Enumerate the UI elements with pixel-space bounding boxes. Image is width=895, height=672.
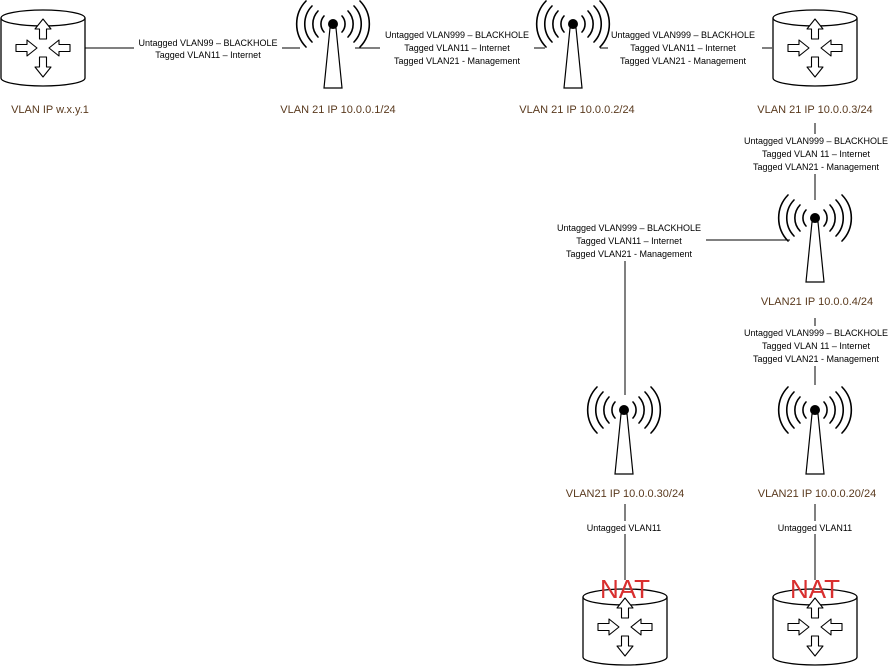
router-icon bbox=[0, 9, 86, 87]
link-label-4: Untagged VLAN999 – BLACKHOLE Tagged VLAN… bbox=[740, 134, 892, 174]
link-label-line: Tagged VLAN21 - Management bbox=[620, 56, 747, 66]
link-label-line: Untagged VLAN999 – BLACKHOLE bbox=[385, 30, 529, 40]
link-label-1: Untagged VLAN99 – BLACKHOLE Tagged VLAN1… bbox=[134, 36, 282, 62]
link-label-line: Untagged VLAN11 bbox=[778, 523, 852, 533]
link-label-line: Untagged VLAN999 – BLACKHOLE bbox=[744, 328, 888, 338]
link-label-line: Untagged VLAN999 – BLACKHOLE bbox=[557, 223, 701, 233]
access-point-ap30: VLAN21 IP 10.0.0.30/24 bbox=[566, 386, 684, 500]
nat-badge: NAT bbox=[600, 574, 650, 604]
node-label: VLAN IP w.x.y.1 bbox=[11, 104, 89, 116]
nat-router-left: NAT bbox=[582, 574, 668, 666]
link-label-line: Tagged VLAN11 – Internet bbox=[155, 50, 261, 60]
access-point-icon bbox=[777, 386, 853, 475]
link-label-6: Untagged VLAN999 – BLACKHOLE Tagged VLAN… bbox=[740, 326, 892, 366]
node-label: VLAN21 IP 10.0.0.20/24 bbox=[758, 488, 876, 500]
link-label-line: Untagged VLAN999 – BLACKHOLE bbox=[611, 30, 755, 40]
link-label-2: Untagged VLAN999 – BLACKHOLE Tagged VLAN… bbox=[380, 28, 534, 68]
access-point-icon bbox=[295, 0, 371, 89]
access-point-ap2: VLAN 21 IP 10.0.0.2/24 bbox=[519, 0, 635, 116]
link-label-line: Tagged VLAN21 - Management bbox=[566, 249, 693, 259]
router-top: VLAN IP w.x.y.1 bbox=[0, 9, 89, 116]
link-label-line: Tagged VLAN11 – Internet bbox=[404, 43, 510, 53]
router-icon bbox=[772, 9, 858, 87]
link-label-8: Untagged VLAN11 bbox=[771, 521, 859, 534]
nat-badge: NAT bbox=[790, 574, 840, 604]
router-right: VLAN 21 IP 10.0.0.3/24 bbox=[757, 9, 873, 116]
access-point-icon bbox=[586, 386, 662, 475]
link-label-line: Tagged VLAN21 - Management bbox=[753, 354, 880, 364]
node-label: VLAN 21 IP 10.0.0.1/24 bbox=[280, 104, 395, 116]
link-label-line: Untagged VLAN99 – BLACKHOLE bbox=[138, 38, 277, 48]
node-label: VLAN 21 IP 10.0.0.3/24 bbox=[757, 104, 872, 116]
access-point-icon bbox=[777, 194, 853, 283]
node-label: VLAN21 IP 10.0.0.4/24 bbox=[761, 296, 873, 308]
node-label: VLAN 21 IP 10.0.0.2/24 bbox=[519, 104, 634, 116]
access-point-icon bbox=[535, 0, 611, 89]
link-label-3: Untagged VLAN999 – BLACKHOLE Tagged VLAN… bbox=[608, 28, 762, 68]
node-label: VLAN21 IP 10.0.0.30/24 bbox=[566, 488, 684, 500]
access-point-ap1: VLAN 21 IP 10.0.0.1/24 bbox=[280, 0, 396, 116]
link-label-line: Tagged VLAN11 – Internet bbox=[576, 236, 682, 246]
link-label-line: Tagged VLAN 11 – Internet bbox=[762, 341, 870, 351]
links-layer bbox=[85, 47, 816, 580]
link-label-line: Untagged VLAN11 bbox=[587, 523, 661, 533]
link-label-line: Tagged VLAN 11 – Internet bbox=[762, 149, 870, 159]
nat-router-right: NAT bbox=[772, 574, 858, 666]
link-label-line: Tagged VLAN21 - Management bbox=[753, 162, 880, 172]
link-label-line: Tagged VLAN11 – Internet bbox=[630, 43, 736, 53]
link-label-line: Untagged VLAN999 – BLACKHOLE bbox=[744, 136, 888, 146]
access-point-ap4: VLAN21 IP 10.0.0.4/24 bbox=[761, 194, 873, 308]
link-label-7: Untagged VLAN11 bbox=[580, 521, 668, 534]
access-point-ap20: VLAN21 IP 10.0.0.20/24 bbox=[758, 386, 876, 500]
link-label-5: Untagged VLAN999 – BLACKHOLE Tagged VLAN… bbox=[552, 221, 706, 261]
link-label-line: Tagged VLAN21 - Management bbox=[394, 56, 521, 66]
